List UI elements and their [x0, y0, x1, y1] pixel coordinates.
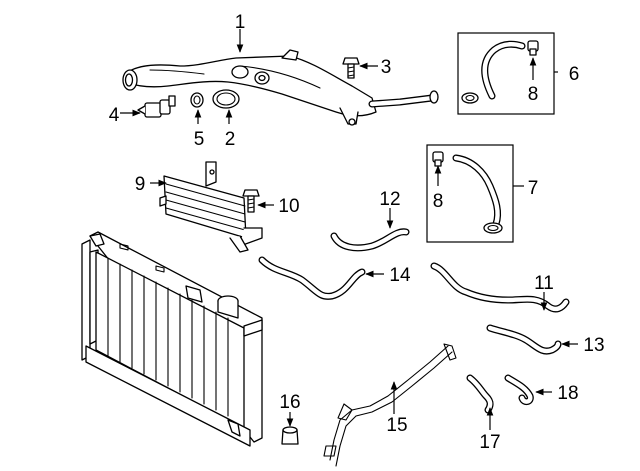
callout-17: 17 [479, 432, 500, 453]
callout-5: 5 [194, 129, 205, 150]
callout-8-lower: 8 [433, 191, 444, 212]
hose-kit-box-part-6 [457, 32, 555, 115]
cap-part-16 [281, 426, 299, 445]
gasket-part-2 [212, 89, 240, 109]
callout-12: 12 [379, 189, 400, 210]
hose-kit-box-part-7 [426, 144, 514, 243]
hose-part-14 [258, 256, 366, 300]
callout-16: 16 [279, 392, 300, 413]
hose-part-17 [466, 374, 494, 414]
callout-11: 11 [534, 273, 554, 294]
callout-4: 4 [109, 105, 120, 126]
coolant-pipe-part-1 [122, 49, 439, 126]
hose-part-11 [430, 262, 570, 313]
oil-cooler-part-9 [159, 161, 263, 253]
callout-1: 1 [235, 12, 246, 33]
hose-part-12 [330, 228, 410, 252]
callout-9: 9 [135, 174, 146, 195]
bolt-part-10 [242, 189, 260, 213]
callout-6: 6 [569, 64, 580, 85]
callout-18: 18 [557, 383, 578, 404]
callout-2: 2 [225, 129, 236, 150]
hose-part-18 [504, 374, 534, 406]
radiator [81, 231, 263, 447]
callout-8-upper: 8 [528, 84, 539, 105]
cooler-lines-part-15 [323, 343, 457, 467]
temperature-sensor-part-4 [137, 95, 176, 118]
callout-labels: 1 2 3 4 5 6 7 8 8 9 10 11 12 13 14 15 16… [109, 12, 605, 453]
hose-part-13 [486, 324, 562, 355]
bolt-part-3 [342, 57, 360, 79]
callout-3: 3 [381, 57, 392, 78]
callout-13: 13 [583, 335, 604, 356]
leader-lines [120, 29, 578, 430]
callout-7: 7 [528, 178, 539, 199]
callout-10: 10 [278, 196, 299, 217]
o-ring-part-5 [190, 92, 204, 108]
callout-14: 14 [389, 265, 411, 286]
callout-15: 15 [386, 415, 407, 436]
